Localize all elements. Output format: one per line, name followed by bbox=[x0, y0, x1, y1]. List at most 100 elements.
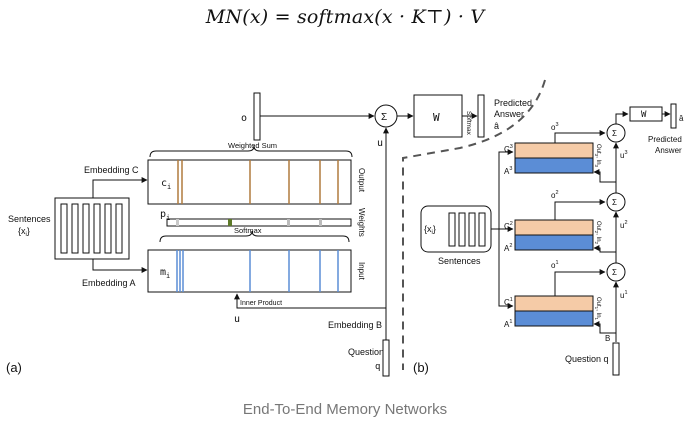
c-i-label: ci bbox=[161, 178, 171, 191]
o3-label: o3 bbox=[551, 122, 559, 132]
a1-label: A1 bbox=[504, 319, 512, 329]
sentences-set-label: {xi} bbox=[18, 226, 30, 238]
panel-a-label: (a) bbox=[6, 360, 22, 375]
weights-vertical-label: Weights bbox=[357, 208, 366, 237]
memory-c1 bbox=[514, 295, 594, 312]
sentence-vector bbox=[82, 203, 90, 254]
u2-branch bbox=[593, 169, 616, 183]
panel-a: Sentences {xi} Embedding C Embedding A W… bbox=[6, 92, 532, 377]
embedding-b-label: Embedding B bbox=[328, 320, 382, 330]
weight-stripe bbox=[287, 219, 290, 226]
c3-label: C3 bbox=[504, 144, 513, 154]
weight-stripe bbox=[176, 219, 179, 226]
sentence-vector bbox=[104, 203, 112, 254]
panel-b-label: (b) bbox=[413, 360, 429, 375]
weighted-sum-brace bbox=[149, 145, 353, 158]
sum3-to-w bbox=[615, 111, 629, 124]
o2-arrow bbox=[554, 199, 606, 220]
input-vertical-label: Input bbox=[357, 262, 366, 281]
sum-symbol-2: Σ bbox=[612, 198, 617, 207]
softmax-brace bbox=[159, 230, 350, 243]
inner-product-label: Inner Product bbox=[240, 300, 282, 307]
u-label-upper: u bbox=[377, 138, 383, 149]
b-label: B bbox=[605, 334, 610, 343]
p-i-label: pi bbox=[160, 209, 170, 222]
embedding-c-arrow bbox=[92, 177, 148, 198]
q-branch bbox=[593, 321, 616, 334]
memory-c2 bbox=[514, 219, 594, 236]
panel-b: {xi} Sentences C3 A3 Out3, In3 o3 C2 A2 … bbox=[413, 103, 684, 376]
u2-label: u2 bbox=[620, 220, 628, 230]
answer-vector-b bbox=[670, 103, 677, 129]
sum-symbol: Σ bbox=[381, 112, 387, 123]
sum-symbol-3: Σ bbox=[612, 129, 617, 138]
a3-label: A3 bbox=[504, 166, 512, 176]
sentence-vector bbox=[115, 203, 123, 254]
sentence-vector bbox=[448, 212, 456, 247]
input-memory-stripes bbox=[176, 250, 339, 292]
answer-label-b: Answer bbox=[655, 146, 682, 155]
memory-c3 bbox=[514, 142, 594, 159]
o-label: o bbox=[241, 113, 247, 124]
output-vertical-label: Output bbox=[357, 168, 366, 193]
sentence-vector bbox=[468, 212, 476, 247]
sentence-vector bbox=[60, 203, 68, 254]
sentence-vector bbox=[478, 212, 486, 247]
predicted-label-b: Predicted bbox=[648, 135, 682, 144]
answer-label: Answer bbox=[494, 109, 524, 119]
question-vector bbox=[382, 339, 390, 377]
sentence-vector bbox=[458, 212, 466, 247]
sentence-vectors-b bbox=[448, 212, 486, 247]
output-vector-o bbox=[253, 92, 261, 141]
o1-arrow bbox=[554, 269, 606, 296]
a2-label: A2 bbox=[504, 243, 512, 253]
c1-label: C1 bbox=[504, 297, 513, 307]
o3-arrow bbox=[554, 130, 606, 143]
embedding-a-arrow bbox=[92, 259, 148, 273]
question-q-label: q bbox=[375, 362, 380, 372]
softmax-vertical-label: Softmax bbox=[465, 111, 472, 136]
question-label-b: Question q bbox=[565, 354, 609, 364]
u1-branch bbox=[593, 245, 616, 253]
a-hat-label-b: â bbox=[679, 114, 684, 123]
u-label-lower: u bbox=[234, 314, 240, 325]
u3-label: u3 bbox=[620, 150, 628, 160]
weights-pi bbox=[166, 218, 352, 227]
predicted-label: Predicted bbox=[494, 98, 532, 108]
weighted-sum-label: Weighted Sum bbox=[228, 141, 277, 150]
w-label-b: W bbox=[641, 110, 647, 120]
a-hat-label: â bbox=[494, 121, 499, 131]
c2-label: C2 bbox=[504, 221, 513, 231]
out-in-3-label: Out3, In3 bbox=[594, 144, 601, 168]
answer-vector bbox=[477, 94, 485, 138]
sentences-label-b: Sentences bbox=[438, 256, 481, 266]
sentences-label: Sentences bbox=[8, 214, 51, 224]
sum-symbol-1: Σ bbox=[612, 268, 617, 277]
out-in-1-label: Out1, In1 bbox=[594, 297, 601, 321]
memory-a2 bbox=[514, 234, 594, 251]
sentence-vector bbox=[93, 203, 101, 254]
sentence-vectors bbox=[60, 203, 123, 254]
w-matrix bbox=[413, 94, 463, 138]
w-label: W bbox=[433, 111, 440, 124]
weight-stripe bbox=[319, 219, 322, 226]
weights-stripes bbox=[176, 219, 322, 226]
softmax-label: Softmax bbox=[234, 226, 262, 235]
output-memory-stripes bbox=[177, 160, 339, 204]
question-vector-b bbox=[612, 342, 620, 376]
memory-a1 bbox=[514, 310, 594, 327]
o2-label: o2 bbox=[551, 190, 559, 200]
o1-label: o1 bbox=[551, 260, 559, 270]
panel-divider bbox=[402, 79, 546, 370]
out-in-2-label: Out2, In2 bbox=[594, 221, 601, 245]
m-i-label: mi bbox=[160, 267, 170, 280]
embedding-a-label: Embedding A bbox=[82, 278, 136, 288]
sentences-set-label-b: {xi} bbox=[424, 224, 436, 236]
memory-a3 bbox=[514, 157, 594, 174]
sentence-vector bbox=[71, 203, 79, 254]
memory-network-formula: MN(x) = softmax(x · K⊤) · V bbox=[205, 6, 485, 28]
embedding-c-label: Embedding C bbox=[84, 165, 139, 175]
weight-stripe bbox=[228, 219, 232, 226]
question-label: Question bbox=[348, 347, 384, 357]
